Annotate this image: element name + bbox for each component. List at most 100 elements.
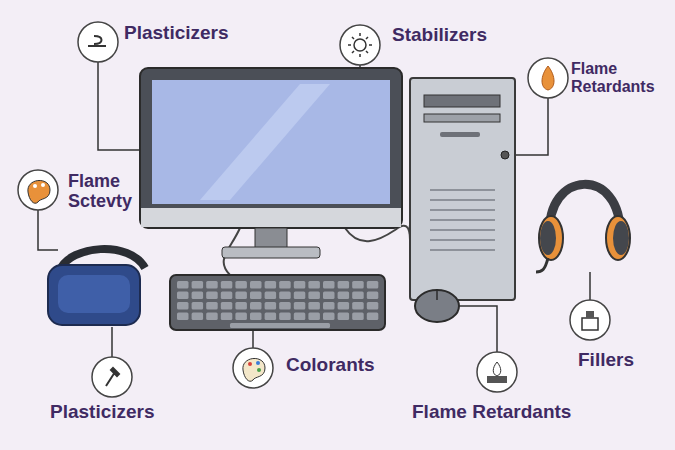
key bbox=[235, 313, 247, 321]
mouse-split bbox=[436, 290, 438, 300]
plasticizer-icon bbox=[106, 368, 119, 386]
key bbox=[192, 313, 204, 321]
key bbox=[323, 292, 335, 300]
icon-circle bbox=[18, 170, 58, 210]
key bbox=[221, 302, 233, 310]
key bbox=[323, 302, 335, 310]
headset-mic bbox=[536, 258, 548, 272]
part-label: Flame Retardants bbox=[571, 60, 669, 95]
part-label: Colorants bbox=[286, 355, 375, 376]
key bbox=[177, 302, 189, 310]
key bbox=[294, 302, 306, 310]
key bbox=[250, 281, 262, 289]
key bbox=[192, 292, 204, 300]
key bbox=[323, 281, 335, 289]
key bbox=[367, 281, 379, 289]
key bbox=[294, 292, 306, 300]
part-label: Stabilizers bbox=[392, 25, 487, 46]
key bbox=[221, 281, 233, 289]
key bbox=[352, 292, 364, 300]
monitor-stand bbox=[255, 228, 287, 248]
flame-icon bbox=[542, 66, 554, 90]
keyboard-keys bbox=[177, 281, 378, 328]
icon-circle bbox=[340, 25, 380, 65]
key bbox=[338, 292, 350, 300]
key bbox=[294, 313, 306, 321]
key bbox=[279, 281, 291, 289]
part-label: Flame Sctevty bbox=[68, 172, 148, 212]
key bbox=[294, 281, 306, 289]
key bbox=[338, 313, 350, 321]
vents bbox=[430, 190, 495, 250]
slot bbox=[440, 132, 480, 137]
key bbox=[308, 302, 320, 310]
monitor-screen bbox=[152, 80, 390, 204]
key bbox=[323, 313, 335, 321]
key bbox=[177, 281, 189, 289]
monitor-base bbox=[222, 247, 320, 258]
power-button bbox=[501, 151, 509, 159]
callout-circles bbox=[18, 22, 610, 397]
part-label: Plasticizers bbox=[50, 402, 155, 423]
key bbox=[338, 302, 350, 310]
drive-bay bbox=[424, 114, 500, 122]
leader-line bbox=[111, 327, 113, 357]
key bbox=[265, 292, 277, 300]
stabilizer-icon bbox=[348, 33, 372, 57]
vr-visor bbox=[58, 275, 130, 313]
vr-headset bbox=[48, 265, 140, 325]
leader-line bbox=[455, 306, 497, 352]
key bbox=[308, 313, 320, 321]
plasticizer-icon bbox=[88, 36, 106, 46]
key bbox=[265, 281, 277, 289]
key bbox=[279, 302, 291, 310]
ear-cup bbox=[539, 216, 563, 260]
key bbox=[265, 302, 277, 310]
ear-cup bbox=[606, 216, 630, 260]
key bbox=[192, 281, 204, 289]
key bbox=[206, 292, 218, 300]
key bbox=[308, 281, 320, 289]
part-label: Flame Retardants bbox=[412, 402, 571, 423]
key bbox=[352, 281, 364, 289]
key bbox=[367, 313, 379, 321]
key bbox=[250, 292, 262, 300]
icon-circle bbox=[570, 300, 610, 340]
part-label: Plasticizers bbox=[124, 23, 229, 44]
palette-icon bbox=[28, 180, 50, 203]
icon-circle bbox=[78, 22, 118, 62]
monitor-chin bbox=[141, 208, 401, 227]
palette-icon bbox=[243, 358, 265, 381]
key bbox=[250, 313, 262, 321]
icon-circle bbox=[233, 348, 273, 388]
key bbox=[308, 292, 320, 300]
drive-bay bbox=[424, 95, 500, 107]
key bbox=[235, 292, 247, 300]
mouse bbox=[415, 290, 459, 322]
key bbox=[206, 302, 218, 310]
keyboard bbox=[170, 275, 385, 330]
key bbox=[177, 292, 189, 300]
flame-retardant-icon bbox=[487, 362, 507, 383]
key bbox=[221, 313, 233, 321]
key bbox=[192, 302, 204, 310]
pc-tower bbox=[410, 78, 515, 300]
key bbox=[265, 313, 277, 321]
icon-circle bbox=[477, 352, 517, 392]
icon-circle bbox=[92, 357, 132, 397]
space-bar bbox=[230, 323, 330, 328]
filler-icon bbox=[582, 311, 598, 330]
key bbox=[367, 302, 379, 310]
key bbox=[352, 302, 364, 310]
key bbox=[206, 281, 218, 289]
screen-glare bbox=[200, 84, 330, 200]
key bbox=[250, 302, 262, 310]
key bbox=[352, 313, 364, 321]
monitor-bezel bbox=[140, 68, 402, 228]
part-label: Fillers bbox=[578, 350, 634, 371]
key bbox=[177, 313, 189, 321]
leader-line bbox=[252, 331, 254, 348]
key bbox=[206, 313, 218, 321]
leader-line bbox=[98, 62, 140, 150]
